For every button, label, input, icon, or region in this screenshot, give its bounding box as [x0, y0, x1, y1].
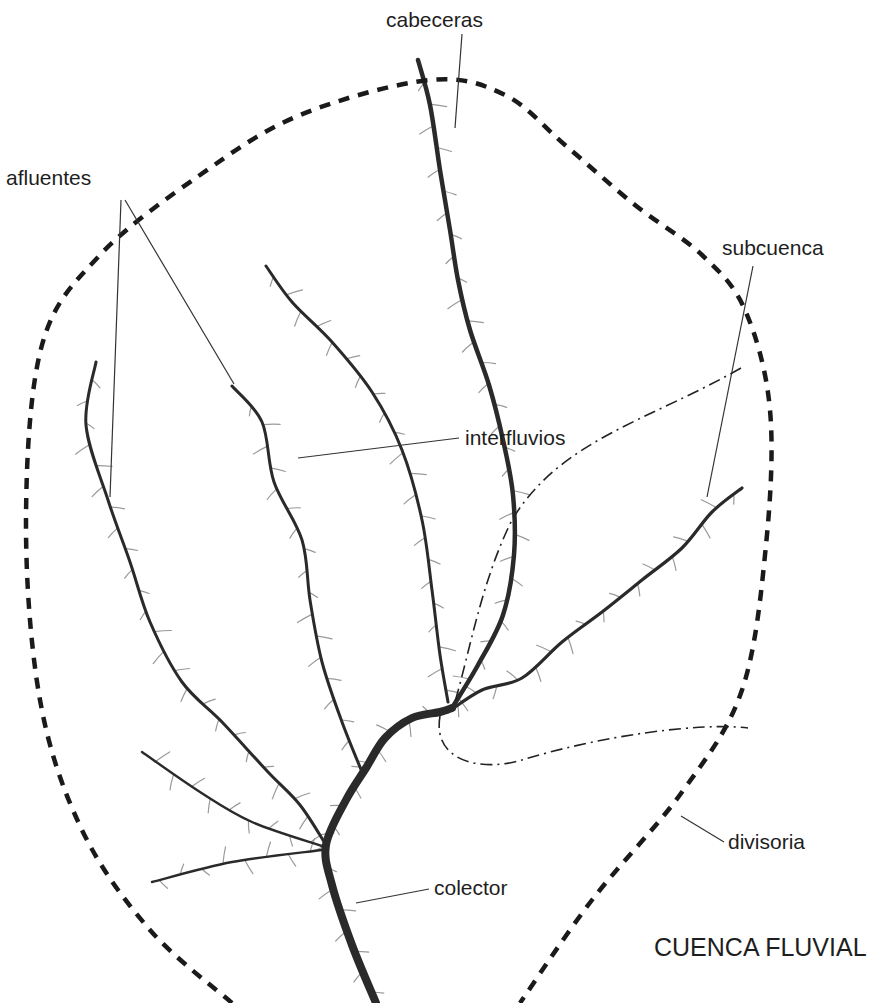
part-label: subcuenca [722, 236, 824, 259]
rill-stroke [638, 584, 640, 596]
part-label: interfluvios [465, 426, 565, 449]
rill-stroke [536, 667, 541, 681]
rill-stroke [410, 473, 426, 474]
part-label: colector [434, 876, 508, 899]
rill-stroke [702, 524, 710, 538]
rill-stroke [192, 778, 205, 786]
rill-stroke [175, 669, 190, 671]
rill-stroke [309, 657, 321, 666]
part-label: divisoria [728, 830, 805, 853]
rill-stroke [110, 507, 124, 509]
rill-stroke [96, 465, 112, 467]
rill-stroke [325, 699, 334, 709]
rill-stroke [404, 495, 416, 504]
rill-stroke [288, 854, 296, 866]
rill-stroke [290, 528, 297, 538]
rill-stroke [266, 842, 270, 857]
rill-stroke [263, 424, 280, 426]
rill-stroke [500, 512, 515, 519]
rill-stroke [216, 719, 219, 731]
part-label: cabeceras [386, 8, 483, 31]
rill-stroke [153, 651, 164, 663]
part-label: afluentes [6, 166, 91, 189]
tributary-river [448, 488, 742, 712]
rill-stroke [269, 821, 278, 828]
rill-stroke [317, 321, 331, 327]
rill-stroke [170, 774, 174, 790]
rill-stroke [674, 537, 689, 542]
rill-stroke [295, 793, 310, 799]
rill-stroke [439, 647, 456, 651]
rill-stroke [253, 446, 267, 454]
rill-stroke [414, 538, 425, 546]
tributary-river [266, 266, 448, 702]
rill-stroke [295, 311, 301, 326]
rill-stroke [156, 752, 170, 762]
rill-stroke [327, 678, 341, 680]
rill-stroke [203, 699, 216, 704]
rill-stroke [108, 528, 117, 538]
rill-stroke [507, 671, 518, 680]
rill-stroke [537, 645, 552, 652]
rill-stroke [448, 299, 462, 308]
rill-stroke [248, 820, 250, 833]
rill-stroke [701, 500, 716, 508]
tributary-river [232, 386, 362, 772]
rill-stroke [223, 847, 226, 864]
rill-stroke [286, 290, 302, 295]
tributary-river [418, 60, 515, 708]
diagram-title: CUENCA FLUVIAL [654, 934, 867, 962]
tributary-river [86, 362, 326, 845]
subbasin-outline [439, 368, 748, 765]
rill-stroke [347, 356, 360, 359]
rill-stroke [208, 799, 210, 813]
rill-stroke [327, 342, 333, 355]
basin-divide [26, 79, 772, 1003]
rill-stroke [245, 860, 253, 874]
rill-stroke [316, 636, 332, 639]
tributary-river [142, 752, 322, 846]
rill-stroke [92, 486, 103, 496]
rill-stroke [159, 880, 167, 888]
rill-stroke [355, 376, 360, 388]
collector-river [325, 708, 452, 1003]
rill-stroke [272, 783, 279, 799]
rill-stroke [76, 445, 90, 455]
rill-stroke [154, 630, 171, 631]
rill-stroke [310, 839, 315, 852]
rill-stroke [298, 614, 313, 623]
rill-stroke [125, 569, 133, 578]
rill-stroke [672, 557, 676, 571]
rill-stroke [643, 564, 655, 570]
rill-stroke [390, 453, 403, 464]
tributary-river [152, 850, 322, 882]
rill-stroke [229, 803, 240, 810]
rill-stroke [342, 741, 349, 750]
rill-stroke [267, 489, 277, 500]
rill-stroke [428, 669, 442, 677]
rill-stroke [287, 507, 300, 509]
leader-lines [110, 34, 753, 903]
rill-stroke [234, 733, 245, 735]
rill-stroke [568, 637, 573, 653]
rill-stroke [181, 689, 187, 702]
rill-stroke [300, 816, 308, 829]
